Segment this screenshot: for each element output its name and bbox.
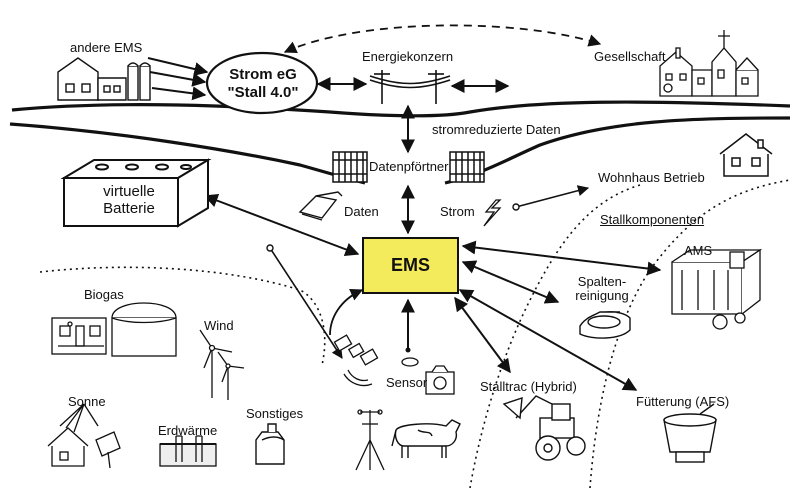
label-datenpfoertner: Datenpförtner bbox=[369, 159, 449, 174]
label-sensor: Sensor bbox=[386, 375, 428, 390]
label-stalltrac: Stalltrac (Hybrid) bbox=[480, 379, 577, 394]
label-energiekonzern: Energiekonzern bbox=[362, 49, 454, 64]
dashed-arc-gesellschaft bbox=[283, 24, 602, 54]
stall40-title: "Stall 4.0" bbox=[227, 84, 299, 101]
label-erdwaerme: Erdwärme bbox=[158, 423, 218, 438]
floor-cleaner-robot-icon bbox=[579, 311, 631, 339]
top-separator-curve bbox=[11, 100, 791, 118]
cow-icon bbox=[391, 419, 461, 458]
power-line-icon bbox=[369, 70, 451, 104]
label-daten: Daten bbox=[344, 204, 379, 219]
arrow-ems-stalltrac bbox=[454, 296, 511, 374]
label-spaltenreinigung: Spalten- reinigung bbox=[566, 274, 638, 304]
line-wohnhaus bbox=[515, 185, 590, 208]
battery-label-line1: virtuelle bbox=[103, 183, 155, 200]
arrow-ems3 bbox=[151, 86, 207, 101]
label-wohnhaus: Wohnhaus Betrieb bbox=[598, 170, 705, 185]
label-sonne: Sonne bbox=[68, 394, 106, 409]
dot-renewables bbox=[266, 244, 274, 252]
label-strom: Strom bbox=[440, 204, 475, 219]
label-wind: Wind bbox=[204, 318, 234, 333]
lightning-icon bbox=[483, 199, 502, 227]
arrow-ems2 bbox=[149, 71, 207, 87]
open-book-icon bbox=[298, 191, 343, 221]
arrow-ems-ams bbox=[461, 240, 662, 276]
label-gesellschaft: Gesellschaft bbox=[594, 49, 666, 64]
wind-turbine-icon bbox=[199, 329, 245, 400]
label-spalten-line2: reinigung bbox=[575, 288, 629, 304]
arrow-ems-spalten bbox=[461, 260, 560, 304]
label-stromreduzierte-daten: stromreduzierte Daten bbox=[432, 122, 561, 137]
ems-box: EMS bbox=[362, 237, 459, 294]
arrow-satellite-ems bbox=[329, 288, 364, 336]
biogas-plant-icon bbox=[51, 302, 177, 357]
dot-sensor bbox=[405, 347, 411, 353]
label-biogas: Biogas bbox=[84, 287, 124, 302]
tractor-loader-icon bbox=[502, 395, 586, 461]
label-sonstiges: Sonstiges bbox=[246, 406, 304, 421]
milking-robot-icon bbox=[671, 248, 763, 330]
label-ams: AMS bbox=[684, 243, 713, 258]
strom-eg-title: Strom eG bbox=[229, 66, 297, 83]
strom-eg-ellipse bbox=[205, 51, 319, 115]
house-icon bbox=[719, 133, 773, 177]
arrow-battery-ems bbox=[203, 193, 360, 257]
village-icon bbox=[659, 30, 759, 97]
label-fuetterung: Fütterung (AFS) bbox=[636, 394, 730, 409]
label-stallkomponenten: Stallkomponenten bbox=[600, 212, 705, 227]
solar-house-icon bbox=[47, 403, 121, 469]
feeding-robot-icon bbox=[663, 403, 717, 463]
sensor-device-icon bbox=[401, 357, 455, 395]
farm-buildings-icon bbox=[57, 57, 151, 101]
weather-station-icon bbox=[355, 409, 385, 471]
gate-fence-icon bbox=[332, 151, 485, 183]
dot-wohnhaus bbox=[512, 203, 520, 211]
battery-label-line2: Batterie bbox=[103, 200, 155, 218]
stall-dotted-border-inner bbox=[469, 184, 641, 488]
label-andere-ems: andere EMS bbox=[70, 40, 143, 55]
label-spalten-line1: Spalten- bbox=[577, 274, 627, 289]
satellite-icon bbox=[333, 334, 379, 387]
battery-label: virtuelle Batterie bbox=[70, 183, 188, 218]
canister-icon bbox=[255, 423, 285, 465]
geothermal-icon bbox=[159, 435, 217, 467]
renewables-line bbox=[269, 247, 343, 359]
strom-eg-label: Strom eG "Stall 4.0" bbox=[210, 66, 316, 102]
ems-label: EMS bbox=[390, 255, 430, 275]
renewables-dotted-border bbox=[39, 266, 326, 366]
battery-icon bbox=[60, 158, 212, 228]
arrow-ems1 bbox=[147, 57, 209, 76]
